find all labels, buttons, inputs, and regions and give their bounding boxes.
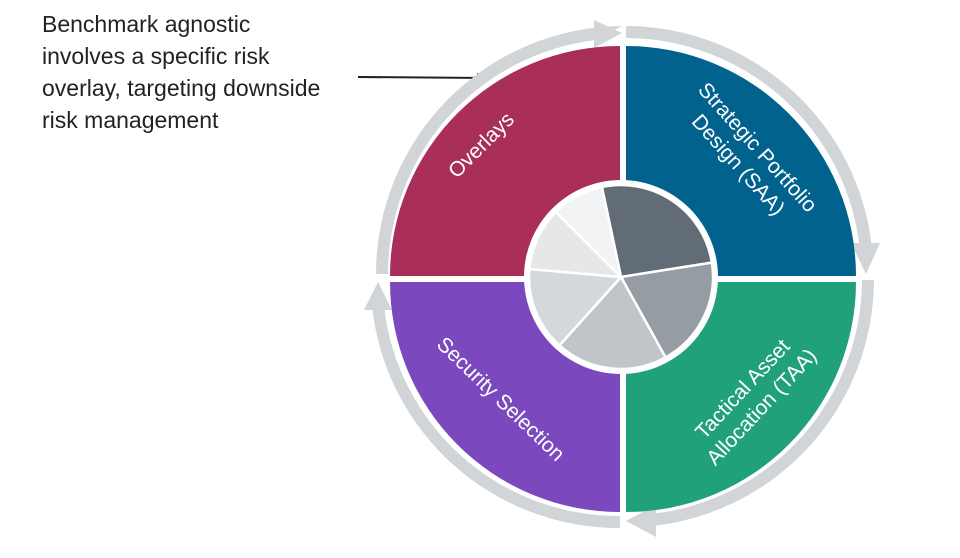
pie-slice [554, 185, 624, 281]
pie-slice [557, 274, 668, 371]
callout-line: involves a specific risk [42, 43, 270, 69]
callout-line: overlay, targeting downside [42, 75, 321, 101]
callout-arrow [357, 72, 487, 83]
ring-arc-bottom-left [372, 306, 620, 529]
pie-slice [600, 183, 714, 279]
center-pie [527, 183, 715, 371]
ring-arrow-bottom [626, 505, 656, 537]
ring-arc-bottom-right [650, 280, 874, 526]
outer-ring [364, 20, 880, 537]
callout-text: Benchmark agnostic involves a specific r… [42, 8, 372, 136]
pie-slice [527, 267, 624, 348]
ring-arrow-top [594, 20, 622, 48]
ring-arrow-left [364, 282, 392, 310]
ring-arrow-right [851, 243, 880, 274]
ring-arc-top-right [626, 26, 872, 250]
callout-line: risk management [42, 107, 219, 133]
pie-slice [619, 261, 715, 360]
callout-line: Benchmark agnostic [42, 11, 251, 37]
